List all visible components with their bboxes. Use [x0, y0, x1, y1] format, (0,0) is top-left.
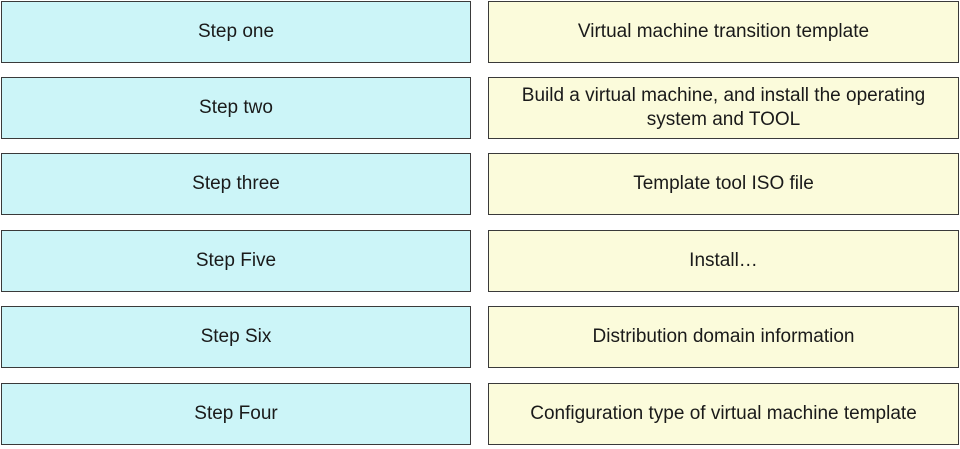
description-box: Template tool ISO file [488, 153, 959, 215]
step-box: Step three [1, 153, 471, 215]
description-box: Build a virtual machine, and install the… [488, 77, 959, 139]
description-label: Distribution domain information [592, 326, 855, 347]
step-row: Step one Virtual machine transition temp… [0, 1, 960, 65]
step-label: Step Six [200, 326, 272, 347]
step-row: Step three Template tool ISO file [0, 153, 960, 217]
step-row: Step Six Distribution domain information [0, 306, 960, 370]
description-label: Build a virtual machine, and install the… [521, 85, 926, 130]
description-box: Distribution domain information [488, 306, 959, 368]
step-row: Step Four Configuration type of virtual … [0, 383, 960, 447]
step-row: Step Five Install… [0, 230, 960, 294]
step-box: Step Five [1, 230, 471, 292]
description-box: Install… [488, 230, 959, 292]
step-label: Step one [197, 21, 275, 42]
step-row: Step two Build a virtual machine, and in… [0, 77, 960, 141]
description-label: Virtual machine transition template [577, 21, 870, 42]
step-box: Step one [1, 1, 471, 63]
description-label: Install… [689, 250, 758, 271]
step-label: Step two [199, 97, 273, 118]
description-label: Template tool ISO file [633, 173, 814, 194]
description-box: Configuration type of virtual machine te… [488, 383, 959, 445]
step-label: Step Four [194, 403, 278, 424]
step-box: Step Six [1, 306, 471, 368]
step-box: Step Four [1, 383, 471, 445]
step-label: Step three [192, 173, 280, 194]
description-box: Virtual machine transition template [488, 1, 959, 63]
step-label: Step Five [195, 250, 277, 271]
step-box: Step two [1, 77, 471, 139]
description-label: Configuration type of virtual machine te… [530, 403, 917, 424]
